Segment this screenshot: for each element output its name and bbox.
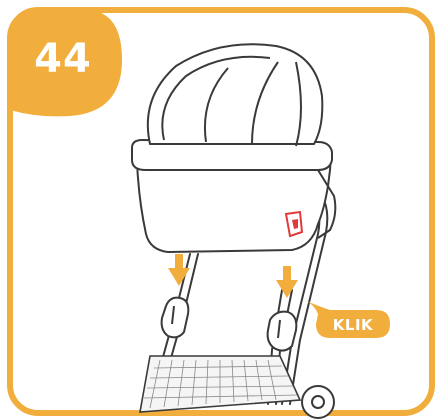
step-number: 44	[20, 36, 106, 82]
release-latch	[286, 212, 302, 236]
right-adapter-bracket	[268, 312, 297, 351]
klik-sound-label: KLIK	[316, 316, 390, 334]
rear-wheel	[302, 386, 334, 418]
